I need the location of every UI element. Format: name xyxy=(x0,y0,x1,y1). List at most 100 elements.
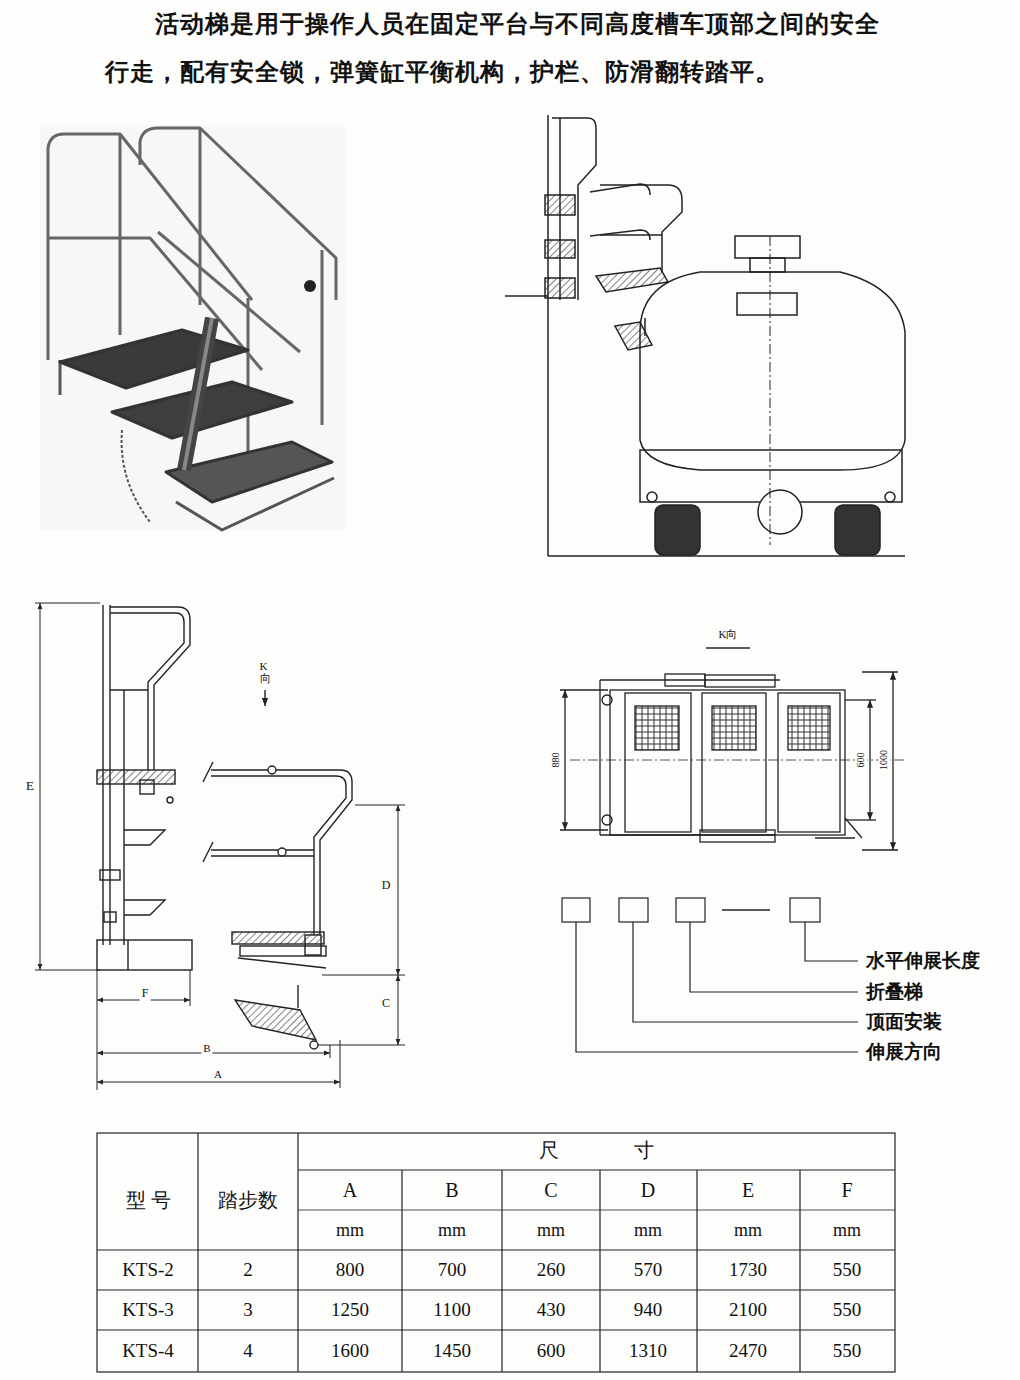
table-unit: mm xyxy=(535,1220,567,1241)
ladder-drawing-part xyxy=(110,607,190,770)
plan-view-part xyxy=(788,706,830,750)
ladder-drawing-part xyxy=(238,958,326,968)
dimension-label: A xyxy=(212,1068,224,1081)
table-cell: KTS-4 xyxy=(120,1340,176,1362)
table-cell: 570 xyxy=(632,1259,665,1281)
code-label: 顶面安装 xyxy=(864,1011,944,1033)
plan-view-part xyxy=(602,815,612,825)
table-cell: 1100 xyxy=(431,1299,472,1321)
ladder-photo-part xyxy=(119,134,122,335)
model-code-part xyxy=(805,922,858,961)
dimension-lines-part xyxy=(97,1053,330,1054)
dimension-lines-part xyxy=(35,603,100,604)
ladder-drawing-part xyxy=(167,797,173,803)
table-cell: 1250 xyxy=(329,1299,371,1321)
plan-view-part xyxy=(815,837,855,838)
tank-truck-view-part xyxy=(655,505,700,555)
ladder-drawing xyxy=(97,605,352,1049)
plan-view-part xyxy=(560,829,608,830)
title: 活动梯是用于操作人员在固定平台与不同高度槽车顶部之间的安全行走，配有安全锁，弹簧… xyxy=(105,0,895,96)
tank-truck-view-part xyxy=(835,505,880,555)
table-grid-part xyxy=(97,1329,895,1330)
table-unit: mm xyxy=(732,1220,764,1241)
table-grid-part xyxy=(197,1133,198,1372)
plan-view-part xyxy=(610,690,845,835)
table-cell: 2 xyxy=(241,1259,255,1281)
ladder-photo-part xyxy=(140,128,336,300)
ladder-drawing-part xyxy=(110,689,148,690)
dimension-label: E xyxy=(24,779,36,794)
plan-view-part xyxy=(869,700,870,820)
tank-truck-view-part xyxy=(640,272,905,470)
dimension-lines-part xyxy=(398,975,399,1045)
table-grid-part xyxy=(97,1289,895,1290)
dimension-lines-part xyxy=(190,970,191,1006)
table-cell: 800 xyxy=(334,1259,367,1281)
dimension-label: 880 xyxy=(550,751,562,770)
dimension-lines xyxy=(35,603,405,1090)
table-cell: 600 xyxy=(535,1340,568,1362)
dimension-label: 1000 xyxy=(878,748,890,772)
dimension-lines-part xyxy=(35,970,100,971)
model-code-part xyxy=(576,922,858,1052)
ladder-drawing-part xyxy=(110,613,184,770)
ladder-drawing-part xyxy=(124,830,165,845)
ladder-drawing-part xyxy=(310,1041,318,1049)
ladder-photo-part xyxy=(184,318,212,470)
dimension-label: F xyxy=(140,987,151,1001)
view-direction: K向 xyxy=(717,628,740,641)
code-label: 水平伸展长度 xyxy=(864,950,982,972)
ladder-drawing-part xyxy=(97,770,175,784)
ladder-photo-part xyxy=(176,478,334,530)
tank-truck-view-part xyxy=(615,322,652,350)
ladder-drawing-part xyxy=(211,849,314,850)
table-header: 踏步数 xyxy=(216,1189,280,1212)
dimension-lines-part xyxy=(322,975,405,976)
plan-view-part xyxy=(702,693,766,832)
ladder-drawing-part xyxy=(297,985,298,1008)
table-cell: 940 xyxy=(632,1299,665,1321)
table-unit: mm xyxy=(831,1220,863,1241)
table-unit: mm xyxy=(632,1220,664,1241)
table-header: 尺 寸 xyxy=(537,1139,656,1162)
tank-truck-view-part xyxy=(596,268,668,292)
tank-truck-view-part xyxy=(735,236,800,258)
table-cell: 700 xyxy=(436,1259,469,1281)
ladder-drawing-part xyxy=(124,900,165,915)
plan-view-part xyxy=(560,689,608,690)
table-grid-part xyxy=(298,1210,895,1211)
dimension-lines-part xyxy=(398,805,399,975)
tank-truck-view-part xyxy=(737,293,797,315)
table-header: 型 号 xyxy=(124,1189,173,1212)
dimension-lines-part xyxy=(97,970,98,1090)
tank-truck-view-part xyxy=(547,115,549,556)
ladder-drawing-part xyxy=(100,870,120,880)
model-code-part xyxy=(676,898,705,922)
table-grid-part xyxy=(97,1133,895,1372)
table-grid-part xyxy=(97,1249,895,1250)
ladder-drawing-part xyxy=(305,935,321,955)
table-cell: 550 xyxy=(831,1299,864,1321)
ladder-photo-part xyxy=(48,134,252,360)
tank-truck-view-part xyxy=(545,240,575,258)
plan-view-part xyxy=(892,672,893,850)
ladder-drawing-part xyxy=(203,762,213,782)
plan-view-part xyxy=(665,674,705,686)
table-cell: 550 xyxy=(831,1259,864,1281)
table-cell: 2470 xyxy=(727,1340,769,1362)
tank-truck-view xyxy=(505,115,905,556)
ladder-photo-part xyxy=(40,125,345,530)
ladder-drawing-part xyxy=(278,848,286,856)
plan-view-part xyxy=(845,818,862,838)
plan-view-part xyxy=(600,679,780,680)
table-header: A xyxy=(341,1179,359,1202)
dimension-label: B xyxy=(201,1042,212,1055)
ladder-photo-part xyxy=(199,128,202,305)
table-unit: mm xyxy=(436,1220,468,1241)
table-header: B xyxy=(443,1179,460,1202)
dimension-lines-part xyxy=(340,1040,341,1088)
ladder-drawing-part xyxy=(203,842,213,862)
plan-view-part xyxy=(600,834,775,835)
plan-view-part xyxy=(564,690,565,830)
tank-truck-view-part xyxy=(505,295,548,297)
